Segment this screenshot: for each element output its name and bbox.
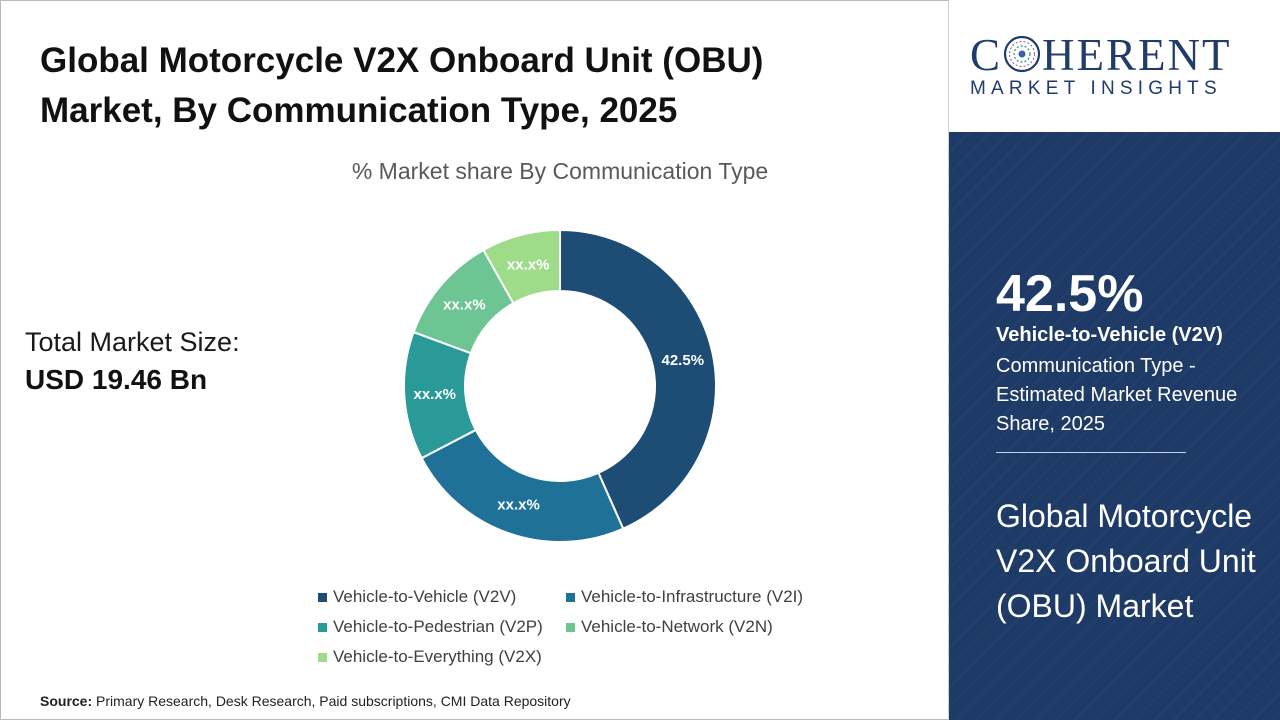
highlight-market-name: Global Motorcycle V2X Onboard Unit (OBU)… [996,498,1256,624]
legend-label: Vehicle-to-Network (V2N) [581,617,773,636]
slice-label-3: xx.x% [413,386,456,403]
globe-icon [1003,35,1041,73]
market-size-label: Total Market Size: [25,327,240,357]
highlight-segment: Vehicle-to-Vehicle (V2V) [996,324,1223,346]
legend-item-2: Vehicle-to-Infrastructure (V2I) [566,584,826,610]
page-title: Global Motorcycle V2X Onboard Unit (OBU)… [40,36,920,136]
title-line-1: Global Motorcycle V2X Onboard Unit (OBU) [40,41,764,80]
highlight-percent: 42.5% [996,265,1144,323]
legend-swatch [566,622,575,632]
company-logo: C HERENT [970,32,1232,78]
legend-item-4: Vehicle-to-Network (V2N) [566,614,826,640]
chart-title: % Market share By Communication Type [351,158,769,184]
legend-label: Vehicle-to-Infrastructure (V2I) [581,587,804,606]
chart-legend: Vehicle-to-Vehicle (V2V) Vehicle-to-Infra… [318,584,838,670]
legend-swatch [566,592,575,602]
logo-area [949,0,1280,132]
panel-divider [948,0,949,720]
highlight-description: Communication Type - Estimated Market Re… [996,355,1238,435]
slice-label-5: xx.x% [507,257,550,274]
logo-text-end: HERENT [1042,30,1232,80]
legend-label: Vehicle-to-Pedestrian (V2P) [333,617,543,636]
legend-swatch [318,592,327,602]
legend-item-1: Vehicle-to-Vehicle (V2V) [318,584,566,610]
source-label: Source: [40,693,93,709]
legend-swatch [318,622,327,632]
market-size-block: Total Market Size: USD 19.46 Bn [25,324,240,400]
title-line-2: Market, By Communication Type, 2025 [40,91,678,130]
logo-text-start: C [970,30,1003,80]
donut-slice-2 [420,428,625,543]
legend-item-5: Vehicle-to-Everything (V2X) [318,644,566,670]
source-text: Primary Research, Desk Research, Paid su… [96,693,571,709]
logo-subtitle: MARKET INSIGHTS [970,78,1222,99]
donut-slice-5 [482,228,561,305]
market-size-value: USD 19.46 Bn [25,364,208,395]
slice-label-1: 42.5% [662,352,705,369]
highlight-divider [996,452,1186,453]
legend-label: Vehicle-to-Vehicle (V2V) [333,587,517,606]
source-note: Source: Primary Research, Desk Research,… [40,693,571,709]
legend-item-3: Vehicle-to-Pedestrian (V2P) [318,614,566,640]
legend-swatch [318,652,327,662]
slice-label-2: xx.x% [497,496,540,513]
donut-chart: 42.5% xx.x% xx.x% xx.x% xx.x% [403,228,717,543]
donut-slice-1 [559,228,717,530]
legend-label: Vehicle-to-Everything (V2X) [333,647,542,666]
highlight-panel [949,132,1280,720]
slice-label-4: xx.x% [443,297,486,314]
